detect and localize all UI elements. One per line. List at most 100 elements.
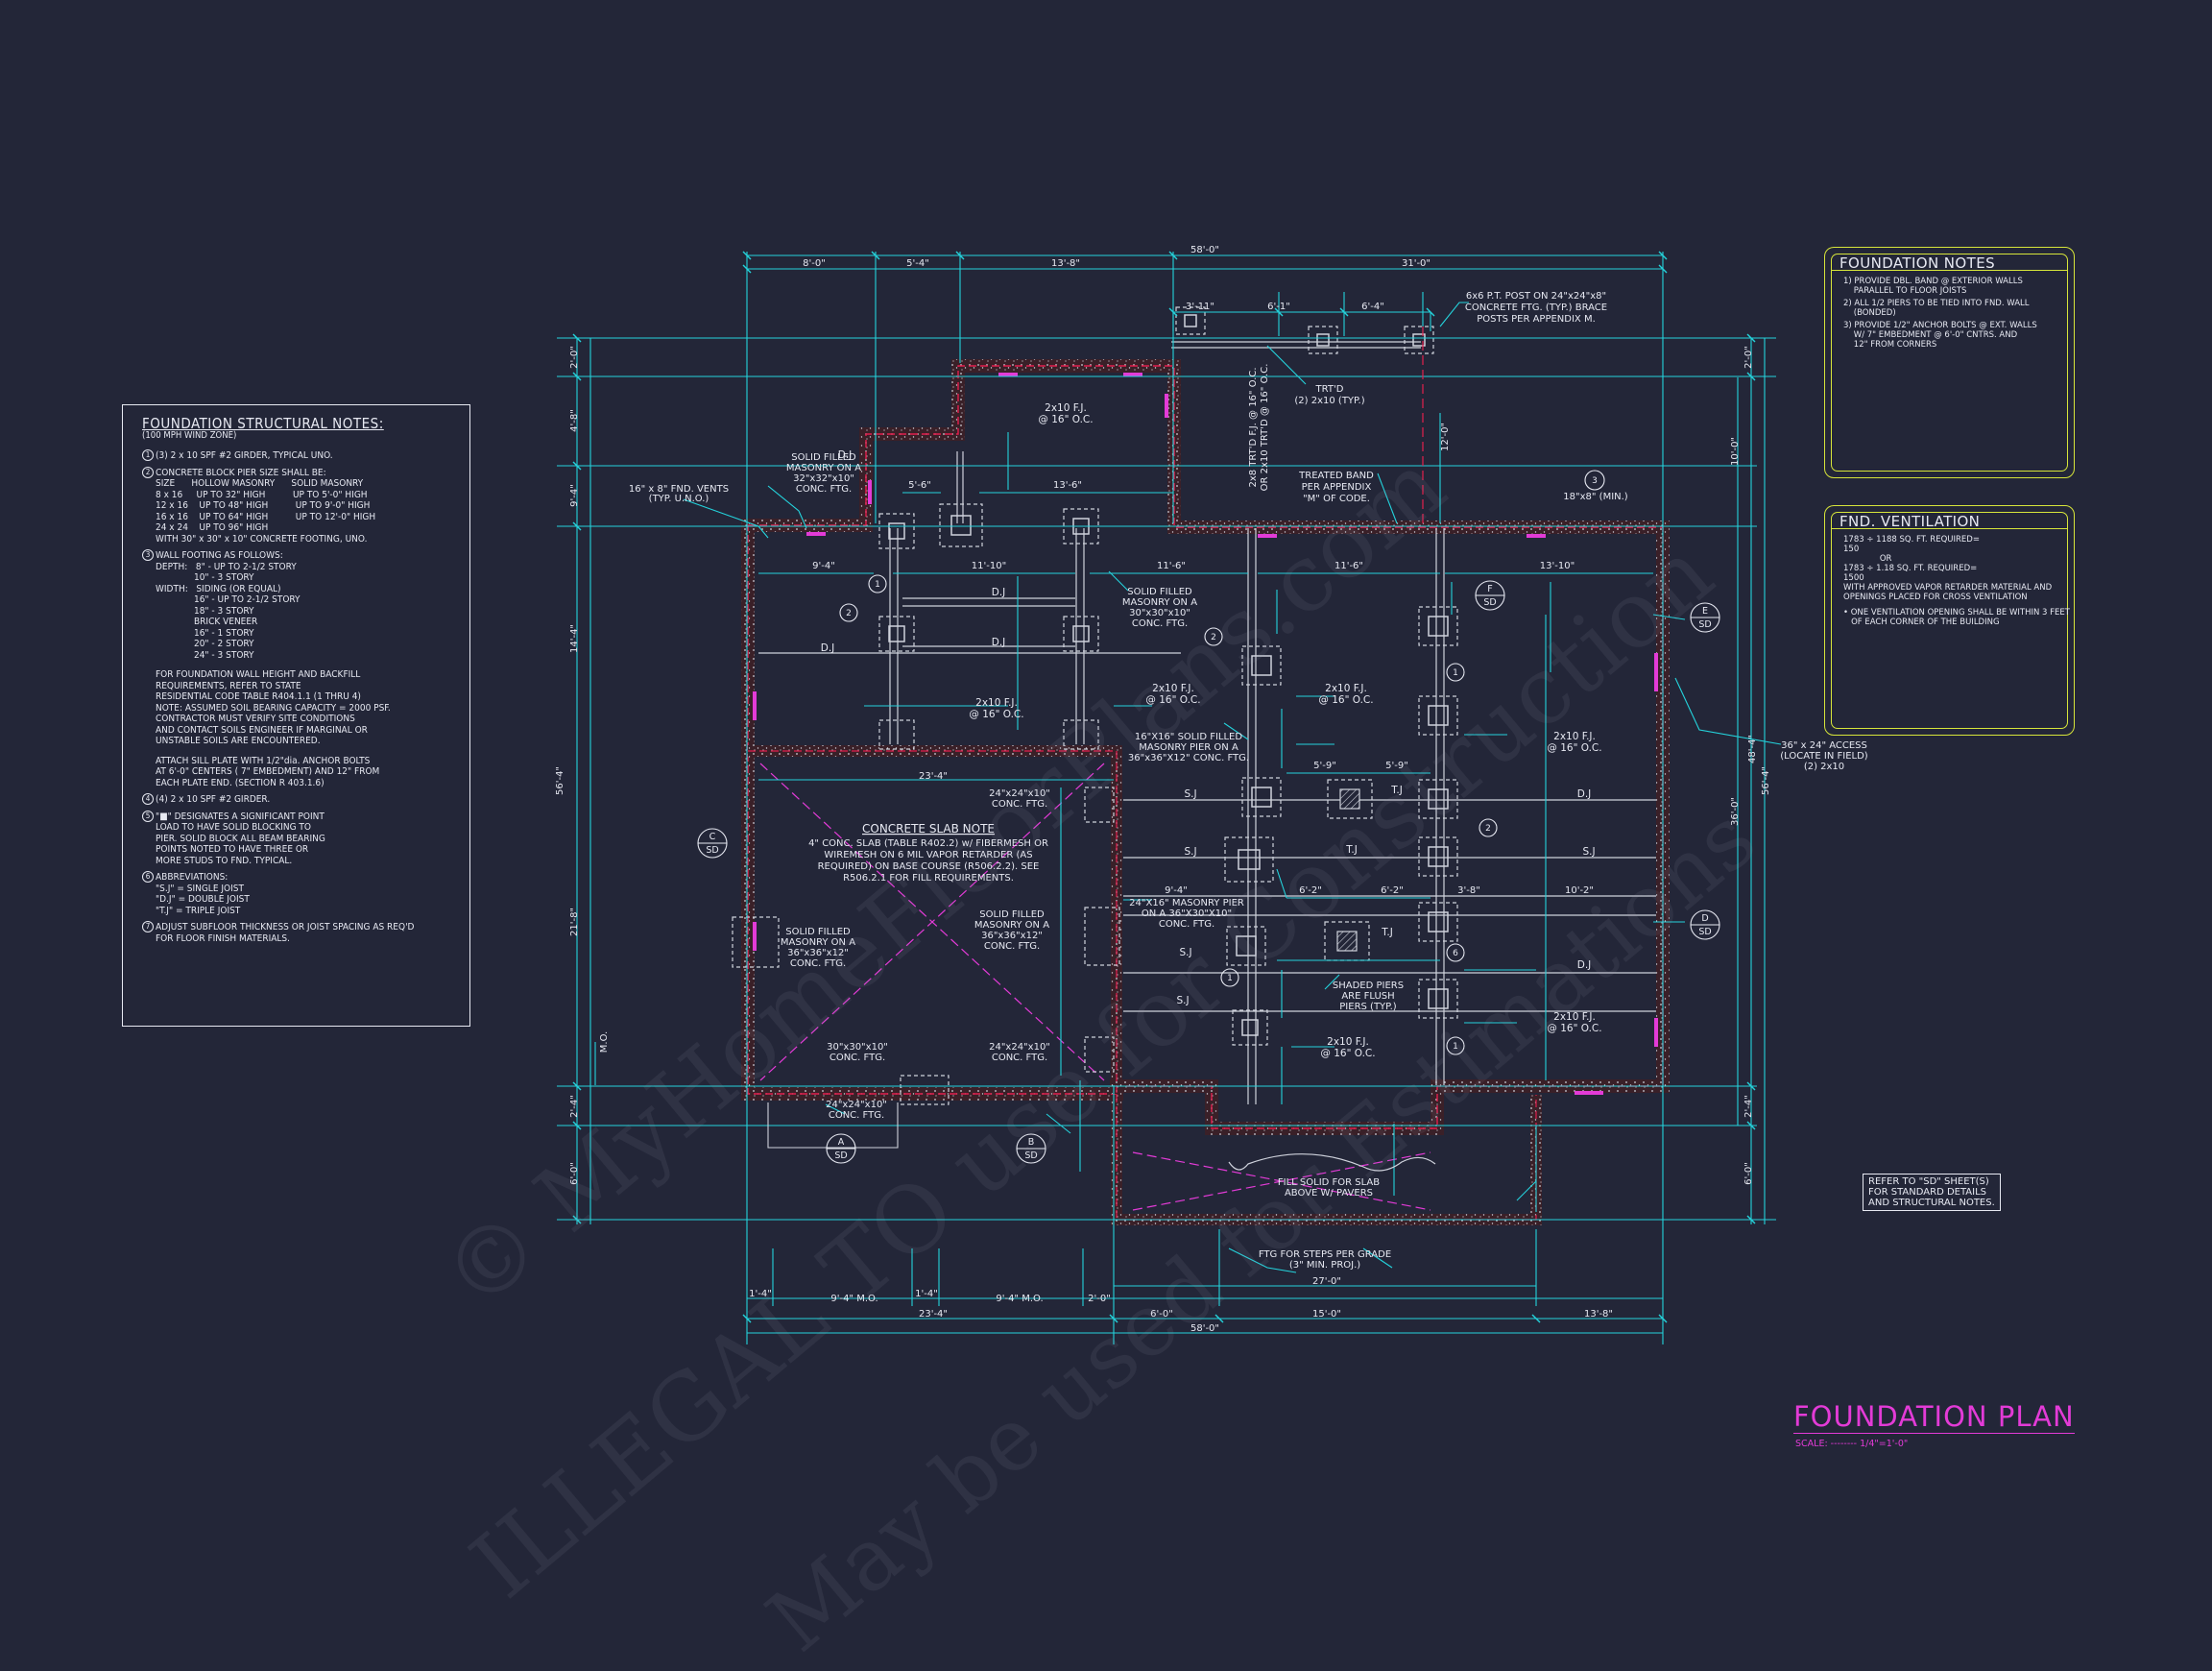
- pier16-3: 36"x36"X12" CONC. FTG.: [1128, 753, 1249, 763]
- dim-bottom-l3: 1'-4": [915, 1289, 938, 1299]
- sf1-2: MASONRY ON A: [786, 463, 861, 473]
- tj-label-1: T.J: [1390, 785, 1403, 796]
- tj-label-2: T.J: [1345, 844, 1358, 856]
- structural-note-line: "■" DESIGNATES A SIGNIFICANT POINT: [156, 811, 325, 822]
- dj-label-3: D.J: [821, 642, 835, 654]
- slab-diagonals: [759, 763, 1431, 1211]
- svg-text:6: 6: [1453, 949, 1458, 958]
- slab-line-1: 4" CONC. SLAB (TABLE R402.2) w/ FIBERMES…: [808, 838, 1048, 849]
- section-tag-d: D SD: [1690, 909, 1720, 940]
- treated-band-3: "M" OF CODE.: [1303, 494, 1370, 504]
- structural-note-line: DEPTH: 8" - UP TO 2-1/2 STORY: [156, 561, 297, 572]
- structural-note-line: [156, 747, 460, 756]
- structural-note-line: 18" - 3 STORY: [156, 605, 254, 617]
- structural-note-line: WIDTH: SIDING (OR EQUAL): [156, 583, 281, 594]
- structural-note-line: 10" - 3 STORY: [156, 572, 254, 583]
- ventilation-note-line: 150: [1843, 545, 1860, 554]
- pier24-2: ON A 36"X30"X10": [1142, 908, 1232, 919]
- fj-label-3a: 2x10 F.J.: [1152, 683, 1194, 694]
- sd-ref-line-2: FOR STANDARD DETAILS: [1868, 1187, 1987, 1198]
- dim-inner-1: 9'-4": [812, 561, 835, 571]
- foundation-note-line: (BONDED): [1843, 308, 1896, 318]
- structural-note-line: "D.J" = DOUBLE JOIST: [156, 894, 250, 905]
- fnd-ventilation-box: FND. VENTILATION 1783 ÷ 1188 SQ. FT. REQ…: [1824, 505, 2075, 736]
- post-note-2: CONCRETE FTG. (TYP.) BRACE: [1465, 303, 1607, 313]
- sf3-3: 36"x36"x12": [981, 931, 1043, 941]
- dj-label-4: D.J: [992, 637, 1006, 648]
- access-3: (2) 2x10: [1804, 762, 1844, 772]
- girders: [758, 341, 1656, 1104]
- foundation-note-line: 1) PROVIDE DBL. BAND @ EXTERIOR WALLS: [1843, 277, 2023, 286]
- svg-text:2: 2: [846, 609, 852, 618]
- fj-label-2a: 2x10 F.J.: [975, 697, 1018, 709]
- section-tag-f: F SD: [1475, 580, 1505, 611]
- svg-text:1: 1: [1227, 974, 1233, 983]
- structural-notes-box: FOUNDATION STRUCTURAL NOTES: (100 MPH WI…: [122, 404, 470, 1027]
- shaded-3: PIERS (TYP.): [1339, 1002, 1397, 1012]
- dim-27: 27'-0": [1312, 1276, 1341, 1287]
- structural-note-line: POINTS NOTED TO HAVE THREE OR: [156, 844, 309, 855]
- svg-text:D: D: [1701, 913, 1708, 924]
- sf3-2: MASONRY ON A: [974, 920, 1049, 931]
- dim-bottom-b: 15'-0": [1312, 1309, 1341, 1320]
- foundation-note-line: PARALLEL TO FLOOR JOISTS: [1843, 286, 1967, 296]
- foundation-notes-box: FOUNDATION NOTES 1) PROVIDE DBL. BAND @ …: [1824, 247, 2075, 478]
- foundation-walls: [741, 359, 1670, 1225]
- note-number-badge: 6: [142, 871, 154, 883]
- svg-text:F: F: [1487, 584, 1492, 594]
- ventilation-note-line: 1500: [1843, 573, 1864, 583]
- structural-note-line: PIER. SOLID BLOCK ALL BEAM BEARING: [156, 833, 325, 844]
- dj-label-2: D.J: [992, 587, 1006, 598]
- pier16-2: MASONRY PIER ON A: [1139, 742, 1238, 753]
- structural-note-line: 20" - 2 STORY: [156, 639, 254, 649]
- structural-note-line: 16 x 16 UP TO 64" HIGH UP TO 12'-0" HIGH: [156, 511, 376, 522]
- dim-porch-c: 6'-4": [1361, 302, 1384, 312]
- sf1-4: CONC. FTG.: [796, 484, 852, 495]
- entry-outline: [767, 1102, 899, 1149]
- ventilation-note-line: OPENINGS PLACED FOR CROSS VENTILATION: [1843, 593, 2028, 602]
- sf2-3: 30"x30"x10": [1129, 608, 1190, 618]
- structural-note-line: MORE STUDS TO FND. TYPICAL.: [156, 855, 293, 866]
- fj-label-5b: @ 16" O.C.: [1547, 742, 1601, 754]
- section-tag-a: A SD: [826, 1133, 856, 1164]
- svg-text:SD: SD: [1698, 619, 1711, 630]
- dim-inner-11: 6'-2": [1381, 885, 1404, 896]
- ventilation-note-line: OR: [1843, 554, 1892, 564]
- svg-text:E: E: [1702, 606, 1708, 617]
- structural-note-line: CONCRETE BLOCK PIER SIZE SHALL BE:: [156, 467, 326, 478]
- pier24-3: CONC. FTG.: [1159, 919, 1214, 930]
- section-tag-e: E SD: [1690, 602, 1720, 633]
- sj-label-4: S.J: [1179, 947, 1191, 958]
- shaded-1: SHADED PIERS: [1333, 981, 1404, 991]
- svg-text:SD: SD: [834, 1150, 847, 1161]
- dim-inner-10: 6'-2": [1299, 885, 1322, 896]
- dim-right-b: 2'-0": [1743, 346, 1754, 369]
- dim-bottom-total: 58'-0": [1190, 1323, 1219, 1334]
- svg-text:2: 2: [1211, 633, 1216, 642]
- fj-label-4b: @ 16" O.C.: [1318, 694, 1373, 706]
- note-number-badge: 2: [142, 466, 154, 478]
- post-note-3: POSTS PER APPENDIX M.: [1477, 314, 1596, 325]
- structural-note-line: CONTRACTOR MUST VERIFY SITE CONDITIONS: [156, 714, 355, 724]
- ftg24a-2: CONC. FTG.: [992, 799, 1047, 810]
- sj-label-5: S.J: [1176, 995, 1189, 1006]
- dim-porch-b: 6'-1": [1267, 302, 1290, 312]
- dim-bottom-l1: 1'-4": [749, 1289, 772, 1299]
- dim-inner-2: 11'-10": [972, 561, 1006, 571]
- ventilation-note-line: WITH APPROVED VAPOR RETARDER MATERIAL AN…: [1843, 583, 2053, 593]
- structural-notes-list: 1(3) 2 x 10 SPF #2 GIRDER, TYPICAL UNO.2…: [142, 449, 460, 944]
- dj-label-5: D.J: [1577, 788, 1592, 800]
- sd-ref-line-3: AND STRUCTURAL NOTES.: [1868, 1198, 1995, 1208]
- fj-label-6a: 2x10 F.J.: [1553, 1011, 1596, 1023]
- sf3-1: SOLID FILLED: [979, 909, 1045, 920]
- fl-8x8: 18"x8" (MIN.): [1563, 492, 1628, 502]
- dimension-ticks: [572, 251, 1756, 1323]
- section-tags: A SD B SD C SD D SD E SD F SD: [697, 580, 1720, 1164]
- svg-text:2: 2: [1485, 824, 1491, 834]
- post-note-1: 6x6 P.T. POST ON 24"x24"x8": [1466, 291, 1606, 302]
- dim-top-right: 31'-0": [1402, 258, 1431, 269]
- ftg-steps-1: FTG FOR STEPS PER GRADE: [1259, 1249, 1391, 1260]
- ventilation-note-line: OF EACH CORNER OF THE BUILDING: [1843, 618, 2000, 627]
